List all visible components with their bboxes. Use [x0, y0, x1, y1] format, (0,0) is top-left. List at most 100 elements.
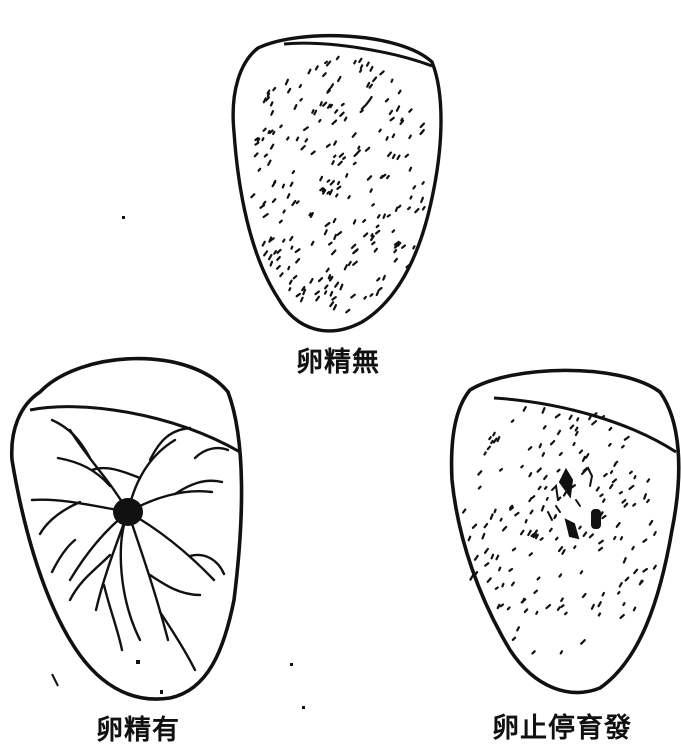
- stipple-dot: [498, 605, 500, 608]
- stipple-dot: [526, 520, 527, 522]
- stipple-dot: [621, 537, 622, 539]
- stipple-dot: [604, 474, 607, 476]
- stipple-dot: [329, 243, 331, 245]
- stipple-dot: [325, 291, 326, 293]
- stipple-dot: [500, 469, 502, 471]
- stipple-dot: [579, 527, 580, 529]
- stipple-dot: [489, 437, 490, 439]
- stipple-dot: [529, 498, 531, 501]
- stipple-dot: [371, 234, 372, 236]
- stipple-dot: [522, 599, 526, 602]
- stipple-dot: [512, 420, 514, 422]
- stipple-dot: [620, 583, 622, 586]
- stipple-dot: [621, 615, 624, 618]
- stipple-dot: [340, 113, 343, 116]
- stipple-dot: [401, 119, 402, 121]
- stipple-dot: [634, 570, 637, 573]
- stipple-dot: [654, 566, 656, 569]
- stipple-dot: [310, 279, 312, 283]
- stipple-dot: [367, 83, 369, 87]
- stipple-dot: [325, 286, 327, 289]
- stipple-dot: [312, 110, 313, 113]
- stipple-dot: [273, 88, 275, 90]
- stipple-dot: [592, 605, 594, 609]
- stipple-dot: [625, 504, 628, 507]
- stipple-dot: [544, 476, 546, 479]
- stipple-dot: [643, 569, 647, 572]
- stipple-dot: [377, 292, 378, 295]
- stipple-dot: [316, 66, 318, 69]
- stipple-dot: [384, 215, 385, 218]
- stipple-dot: [289, 288, 290, 290]
- stipple-dot: [372, 204, 374, 205]
- stipple-dot: [614, 464, 615, 466]
- stipple-dot: [331, 105, 333, 107]
- stipple-dot: [395, 259, 397, 262]
- stipple-dot: [293, 171, 294, 173]
- stipple-dot: [336, 194, 337, 196]
- stipple-dot: [271, 262, 272, 266]
- stipple-dot: [463, 510, 465, 513]
- stipple-dot: [352, 245, 355, 248]
- stipple-dot: [399, 91, 401, 94]
- stipple-dot: [491, 514, 493, 518]
- stipple-dot: [290, 281, 292, 284]
- stipple-dot: [390, 111, 392, 114]
- dead-embryo-egg: [452, 370, 679, 692]
- stipple-dot: [630, 472, 632, 474]
- stipple-dot: [351, 295, 355, 298]
- stipple-dot: [559, 547, 562, 551]
- stipple-dot: [576, 432, 578, 435]
- stipple-dot: [580, 451, 582, 453]
- stipple-dot: [271, 145, 273, 149]
- stipple-dot: [345, 118, 347, 121]
- stipple-dot: [377, 226, 379, 227]
- stipple-dot: [388, 153, 391, 156]
- stipple-dot: [550, 529, 552, 531]
- stipple-dot: [577, 418, 578, 420]
- stipple-dot: [535, 531, 537, 533]
- stipple-dot: [256, 143, 259, 145]
- stipple-dot: [501, 605, 503, 607]
- stipple-dot: [330, 302, 333, 306]
- stipple-dot: [556, 538, 558, 540]
- stipple-dot: [560, 453, 562, 455]
- stipple-dot: [610, 485, 612, 488]
- stipple-dot: [328, 192, 330, 193]
- stipple-dot: [283, 240, 284, 242]
- stipple-dot: [614, 537, 615, 539]
- stipple-dot: [268, 94, 269, 97]
- stipple-dot: [503, 527, 506, 531]
- stipple-dot: [362, 106, 365, 109]
- stipple-dot: [406, 155, 408, 157]
- stipple-dot: [570, 416, 572, 419]
- stipple-dot: [492, 555, 494, 559]
- stipple-dot: [469, 537, 471, 541]
- stipple-dot: [353, 262, 357, 265]
- stipple-dot: [510, 569, 513, 571]
- stipple-dot: [357, 150, 360, 153]
- stipple-dot: [273, 199, 275, 202]
- stipple-dot: [599, 614, 600, 616]
- stipple-dot: [479, 487, 481, 489]
- dead-embryo-egg-shell: [452, 370, 679, 692]
- stipple-dot: [273, 182, 276, 186]
- stipple-dot: [470, 575, 473, 579]
- stipple-dot: [423, 182, 424, 184]
- stipple-dot: [394, 250, 396, 252]
- stipple-dot: [331, 277, 333, 279]
- fertile-egg-blood-vessels: [32, 420, 228, 670]
- stipple-dot: [543, 453, 544, 456]
- stipple-dot: [603, 593, 604, 596]
- stipple-dot: [333, 121, 337, 124]
- stipple-dot: [332, 251, 335, 255]
- stipple-dot: [408, 207, 410, 209]
- stipple-dot: [325, 62, 327, 63]
- stipple-dot: [332, 161, 333, 164]
- stipple-dot: [478, 471, 481, 474]
- stipple-dot: [271, 111, 273, 115]
- stipple-dot: [379, 130, 380, 132]
- stipple-dot: [584, 533, 587, 536]
- stipple-dot: [303, 290, 305, 295]
- stipple-dot: [602, 516, 605, 518]
